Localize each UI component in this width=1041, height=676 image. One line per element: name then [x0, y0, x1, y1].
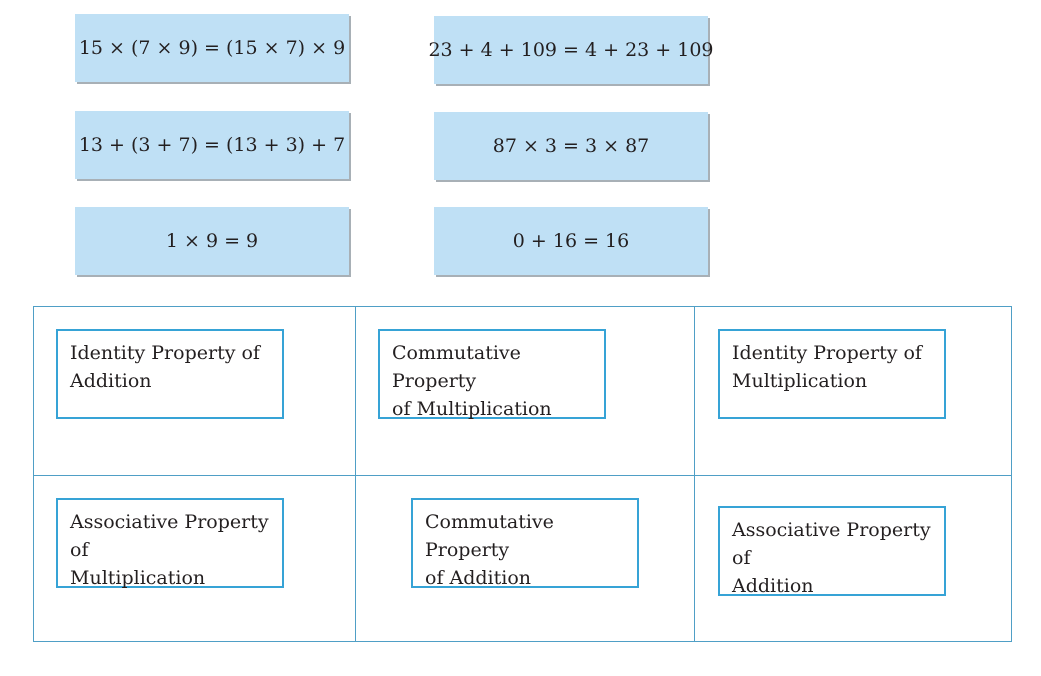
property-label-line: Associative Property of [732, 519, 931, 569]
equation-text: 87 × 3 = 3 × 87 [492, 135, 650, 157]
grid-divider [355, 307, 356, 641]
property-label-line: Multiplication [70, 567, 206, 589]
property-label-line: Addition [732, 575, 814, 597]
equation-card-associative-mult[interactable]: 15 × (7 × 9) = (15 × 7) × 9 [75, 14, 349, 82]
grid-divider [694, 307, 695, 641]
drop-zone-identity-addition[interactable]: Identity Property of Addition [56, 329, 284, 419]
property-label-line: Identity Property of [70, 342, 260, 364]
drop-zone-commutative-multiplication[interactable]: Commutative Property of Multiplication [378, 329, 606, 420]
equation-card-identity-mult[interactable]: 1 × 9 = 9 [75, 207, 349, 275]
property-label-line: Commutative Property [425, 511, 554, 561]
drop-zone-identity-multiplication[interactable]: Identity Property of Multiplication [718, 329, 946, 419]
drop-zone-commutative-addition[interactable]: Commutative Property of Addition [411, 498, 639, 589]
equation-card-associative-add[interactable]: 13 + (3 + 7) = (13 + 3) + 7 [75, 111, 349, 179]
drop-zone-associative-multiplication[interactable]: Associative Property of Multiplication [56, 498, 284, 589]
property-label-line: Addition [70, 370, 152, 392]
property-label-line: Identity Property of [732, 342, 922, 364]
equation-text: 1 × 9 = 9 [165, 230, 259, 252]
property-label-line: Multiplication [732, 370, 868, 392]
equation-text: 15 × (7 × 9) = (15 × 7) × 9 [78, 37, 346, 59]
property-label-line: of Multiplication [392, 398, 552, 420]
grid-divider [34, 475, 1011, 476]
equation-card-identity-add[interactable]: 0 + 16 = 16 [434, 207, 708, 275]
equation-text: 13 + (3 + 7) = (13 + 3) + 7 [78, 134, 346, 156]
equation-card-commutative-mult[interactable]: 87 × 3 = 3 × 87 [434, 112, 708, 180]
equation-card-commutative-add[interactable]: 23 + 4 + 109 = 4 + 23 + 109 [428, 16, 714, 84]
property-label-line: Commutative Property [392, 342, 521, 392]
property-label-line: Associative Property of [70, 511, 269, 561]
equation-text: 0 + 16 = 16 [512, 230, 630, 252]
drop-zone-associative-addition[interactable]: Associative Property of Addition [718, 506, 946, 597]
property-drop-grid [33, 306, 1012, 642]
equation-text: 23 + 4 + 109 = 4 + 23 + 109 [428, 39, 714, 61]
property-label-line: of Addition [425, 567, 532, 589]
